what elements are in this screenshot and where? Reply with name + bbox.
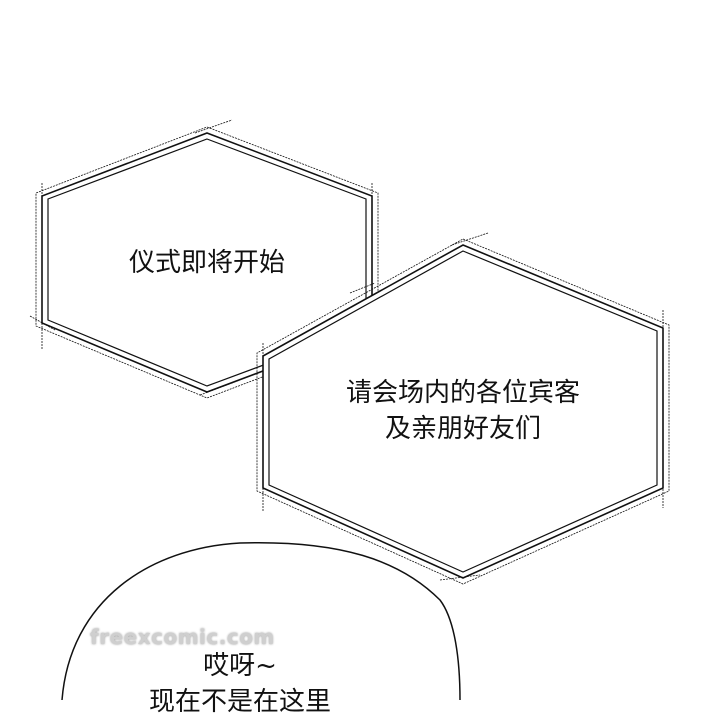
- caption-ceremony-start: 仪式即将开始: [128, 248, 285, 278]
- caption-guests-line1: 请会场内的各位宾客: [345, 378, 580, 408]
- caption-guests-line2: 及亲朋好友们: [384, 414, 541, 444]
- caption-guests: 请会场内的各位宾客 及亲朋好友们: [313, 375, 613, 447]
- speech-line1: 哎呀~: [203, 651, 277, 681]
- comic-panel: 仪式即将开始 请会场内的各位宾客 及亲朋好友们 freexcomic.com 哎…: [29, 119, 670, 717]
- speech-bubble-text: 哎呀~ 现在不是在这里: [110, 648, 370, 720]
- speech-line2: 现在不是在这里: [148, 687, 331, 717]
- watermark: freexcomic.com: [90, 625, 275, 649]
- speech-bubble-outline: [61, 541, 461, 700]
- caption-frames: [29, 119, 670, 700]
